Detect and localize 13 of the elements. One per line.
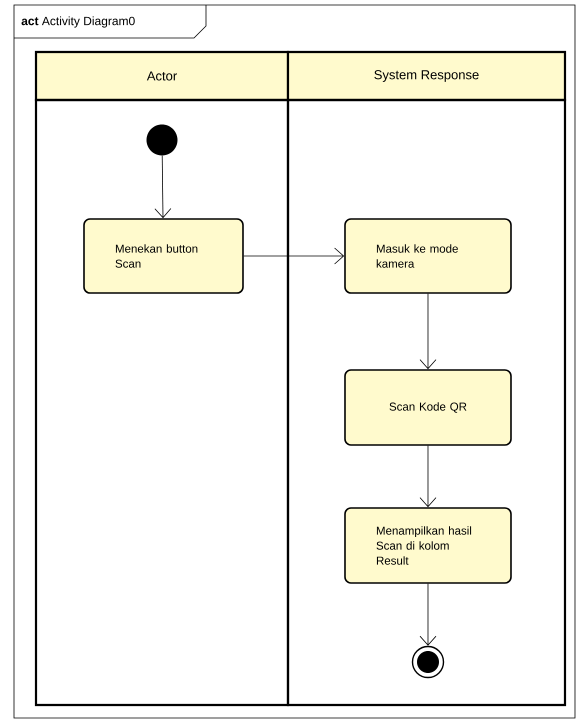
activity-box: Menekan button Scan: [83, 218, 244, 294]
node-label: Actor: [146, 71, 177, 81]
arrow: [420, 583, 436, 646]
start-node: [146, 124, 178, 156]
activity-box: Scan Kode QR: [344, 369, 512, 446]
activity-box: Masuk ke mode kamera: [344, 218, 512, 294]
arrow: [420, 445, 436, 508]
arrow: [243, 248, 344, 264]
arrow: [154, 155, 172, 218]
end-node: [412, 646, 444, 678]
node-label: System Response: [374, 70, 479, 82]
arrow: [420, 293, 436, 370]
activity-box: Menampilkan hasil Scan di kolom Result: [344, 507, 512, 584]
